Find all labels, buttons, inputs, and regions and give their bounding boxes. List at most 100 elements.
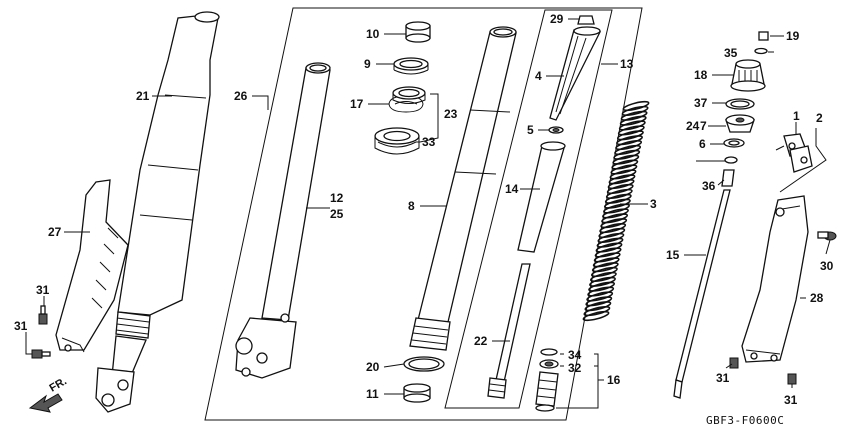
- fork-leg-left: [95, 11, 220, 413]
- spring-coil: [585, 296, 613, 307]
- spring-coil: [620, 110, 648, 121]
- spring-coil: [601, 213, 629, 224]
- callout-1: 1: [793, 109, 800, 123]
- spring-coil: [607, 179, 635, 190]
- bolt-30: [817, 231, 837, 241]
- spring-coil: [598, 227, 626, 239]
- callout-14: 14: [505, 182, 519, 196]
- callout-32: 32: [568, 361, 582, 375]
- callout-6: 6: [699, 137, 706, 151]
- callout-26: 26: [234, 89, 248, 103]
- front-label: FR.: [48, 375, 69, 394]
- callout-25: 25: [330, 207, 344, 221]
- spring-coil: [611, 159, 639, 170]
- callout-28: 28: [810, 291, 824, 305]
- spring-coil: [612, 154, 640, 165]
- spring-coil: [606, 183, 634, 195]
- assembly-frame: [204, 7, 643, 421]
- spring-coil: [610, 164, 638, 175]
- spring-coil: [592, 257, 620, 268]
- callout-10: 10: [366, 27, 380, 41]
- callout-5: 5: [527, 123, 534, 137]
- spring-coil: [594, 247, 622, 258]
- callout-20: 20: [366, 360, 380, 374]
- callout-2: 2: [816, 111, 823, 125]
- fork-spring: [582, 100, 650, 322]
- callout-29: 29: [550, 12, 564, 26]
- bushing-11: [403, 383, 431, 403]
- base-valve: [535, 348, 559, 412]
- callout-22: 22: [474, 334, 488, 348]
- callout-31-d: 31: [784, 393, 798, 407]
- spring-coil: [597, 232, 625, 243]
- bolt-31-upper-left: [38, 305, 48, 325]
- ring-20: [403, 356, 445, 372]
- spring-coil: [587, 286, 615, 297]
- bolt-31-lower-right: [787, 373, 797, 385]
- callout-9: 9: [364, 57, 371, 71]
- callout-34: 34: [568, 348, 582, 362]
- spring-coil: [621, 105, 649, 116]
- spring-coil: [617, 125, 645, 136]
- callout-24: 24: [686, 119, 700, 133]
- callout-27: 27: [48, 225, 62, 239]
- callout-18: 18: [694, 68, 708, 82]
- callout-36: 36: [702, 179, 716, 193]
- callout-31-b: 31: [14, 319, 28, 333]
- callout-7: 7: [700, 119, 707, 133]
- spring-coil: [599, 223, 627, 234]
- bolt-31-lower-left: [31, 349, 51, 359]
- diagram-code: GBF3-F0600C: [706, 414, 784, 427]
- callout-23: 23: [444, 107, 458, 121]
- spring-coil: [605, 188, 633, 199]
- spring-coil: [616, 130, 644, 141]
- leader-lines: [25, 18, 831, 409]
- callout-17: 17: [350, 97, 364, 111]
- spring-coil: [586, 291, 614, 302]
- front-direction-arrow: FR.: [28, 375, 69, 413]
- spring-coil: [613, 149, 641, 160]
- damper-assembly: [487, 15, 602, 399]
- spring-coil: [583, 306, 611, 317]
- callout-labels: 1 2 3 4 5 6 7 8 9 10 11 12 13 14 15 16 1…: [14, 12, 834, 407]
- hose-guide: [775, 133, 813, 173]
- spring-coil: [615, 140, 643, 151]
- callout-11: 11: [366, 387, 379, 401]
- callout-4: 4: [535, 69, 542, 83]
- spring-coil: [618, 120, 646, 131]
- callout-16: 16: [607, 373, 621, 387]
- spring-coil: [591, 262, 619, 273]
- spring-coil: [596, 237, 624, 248]
- callout-31-a: 31: [36, 283, 50, 297]
- spring-coil: [619, 115, 647, 126]
- spring-coil: [595, 242, 623, 253]
- spring-coil: [604, 193, 632, 204]
- callout-8: 8: [408, 199, 415, 213]
- fork-outer-tube: [409, 26, 517, 351]
- spring-coil: [589, 271, 617, 282]
- callout-19: 19: [786, 29, 800, 43]
- spring-coil: [588, 281, 616, 292]
- callout-3: 3: [650, 197, 657, 211]
- spring-coil: [590, 266, 618, 278]
- spring-coil: [593, 252, 621, 263]
- spring-coil: [603, 198, 631, 209]
- spring-coil: [614, 144, 642, 156]
- spring-coil: [622, 100, 650, 112]
- spring-coil: [616, 135, 643, 146]
- spring-coil: [584, 301, 612, 312]
- callout-31-c: 31: [716, 371, 730, 385]
- spring-coil: [589, 276, 616, 287]
- callout-13: 13: [620, 57, 634, 71]
- callout-15: 15: [666, 248, 680, 262]
- spring-coil: [609, 169, 637, 180]
- spring-coil: [608, 174, 636, 185]
- damper-frame: [444, 9, 613, 409]
- callout-21: 21: [136, 89, 150, 103]
- spring-coil: [603, 203, 630, 214]
- bolt-31-lower-mid: [729, 357, 739, 369]
- callout-12: 12: [330, 191, 344, 205]
- fork-tube-inner: [235, 62, 331, 379]
